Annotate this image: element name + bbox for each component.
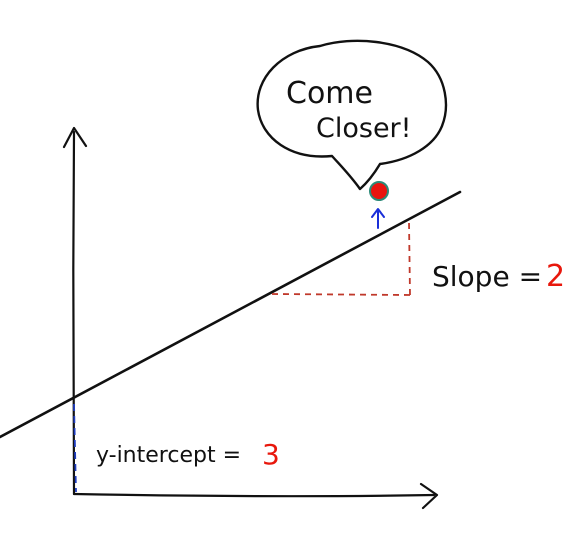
speech-bubble <box>256 39 448 191</box>
slope-rise-dashed-line <box>408 221 411 296</box>
regression-line <box>0 190 462 439</box>
intercept-label: y-intercept = <box>96 443 241 468</box>
x-axis-arrowhead <box>419 482 439 510</box>
slope-value: 2 <box>546 259 565 294</box>
slope-run-dashed-line <box>271 293 411 296</box>
bubble-text-line2: Closer! <box>316 113 411 144</box>
slope-label-text: Slope = <box>432 260 542 293</box>
intercept-value: 3 <box>262 438 280 471</box>
x-axis <box>72 492 436 498</box>
bubble-text-line1: Come <box>286 76 373 111</box>
y-axis <box>72 130 76 496</box>
data-point <box>369 181 389 201</box>
y-axis-arrowhead <box>62 126 88 149</box>
slope-label: Slope = <box>432 260 542 293</box>
intercept-dashed-line <box>73 403 77 493</box>
residual-arrowhead <box>371 208 385 218</box>
